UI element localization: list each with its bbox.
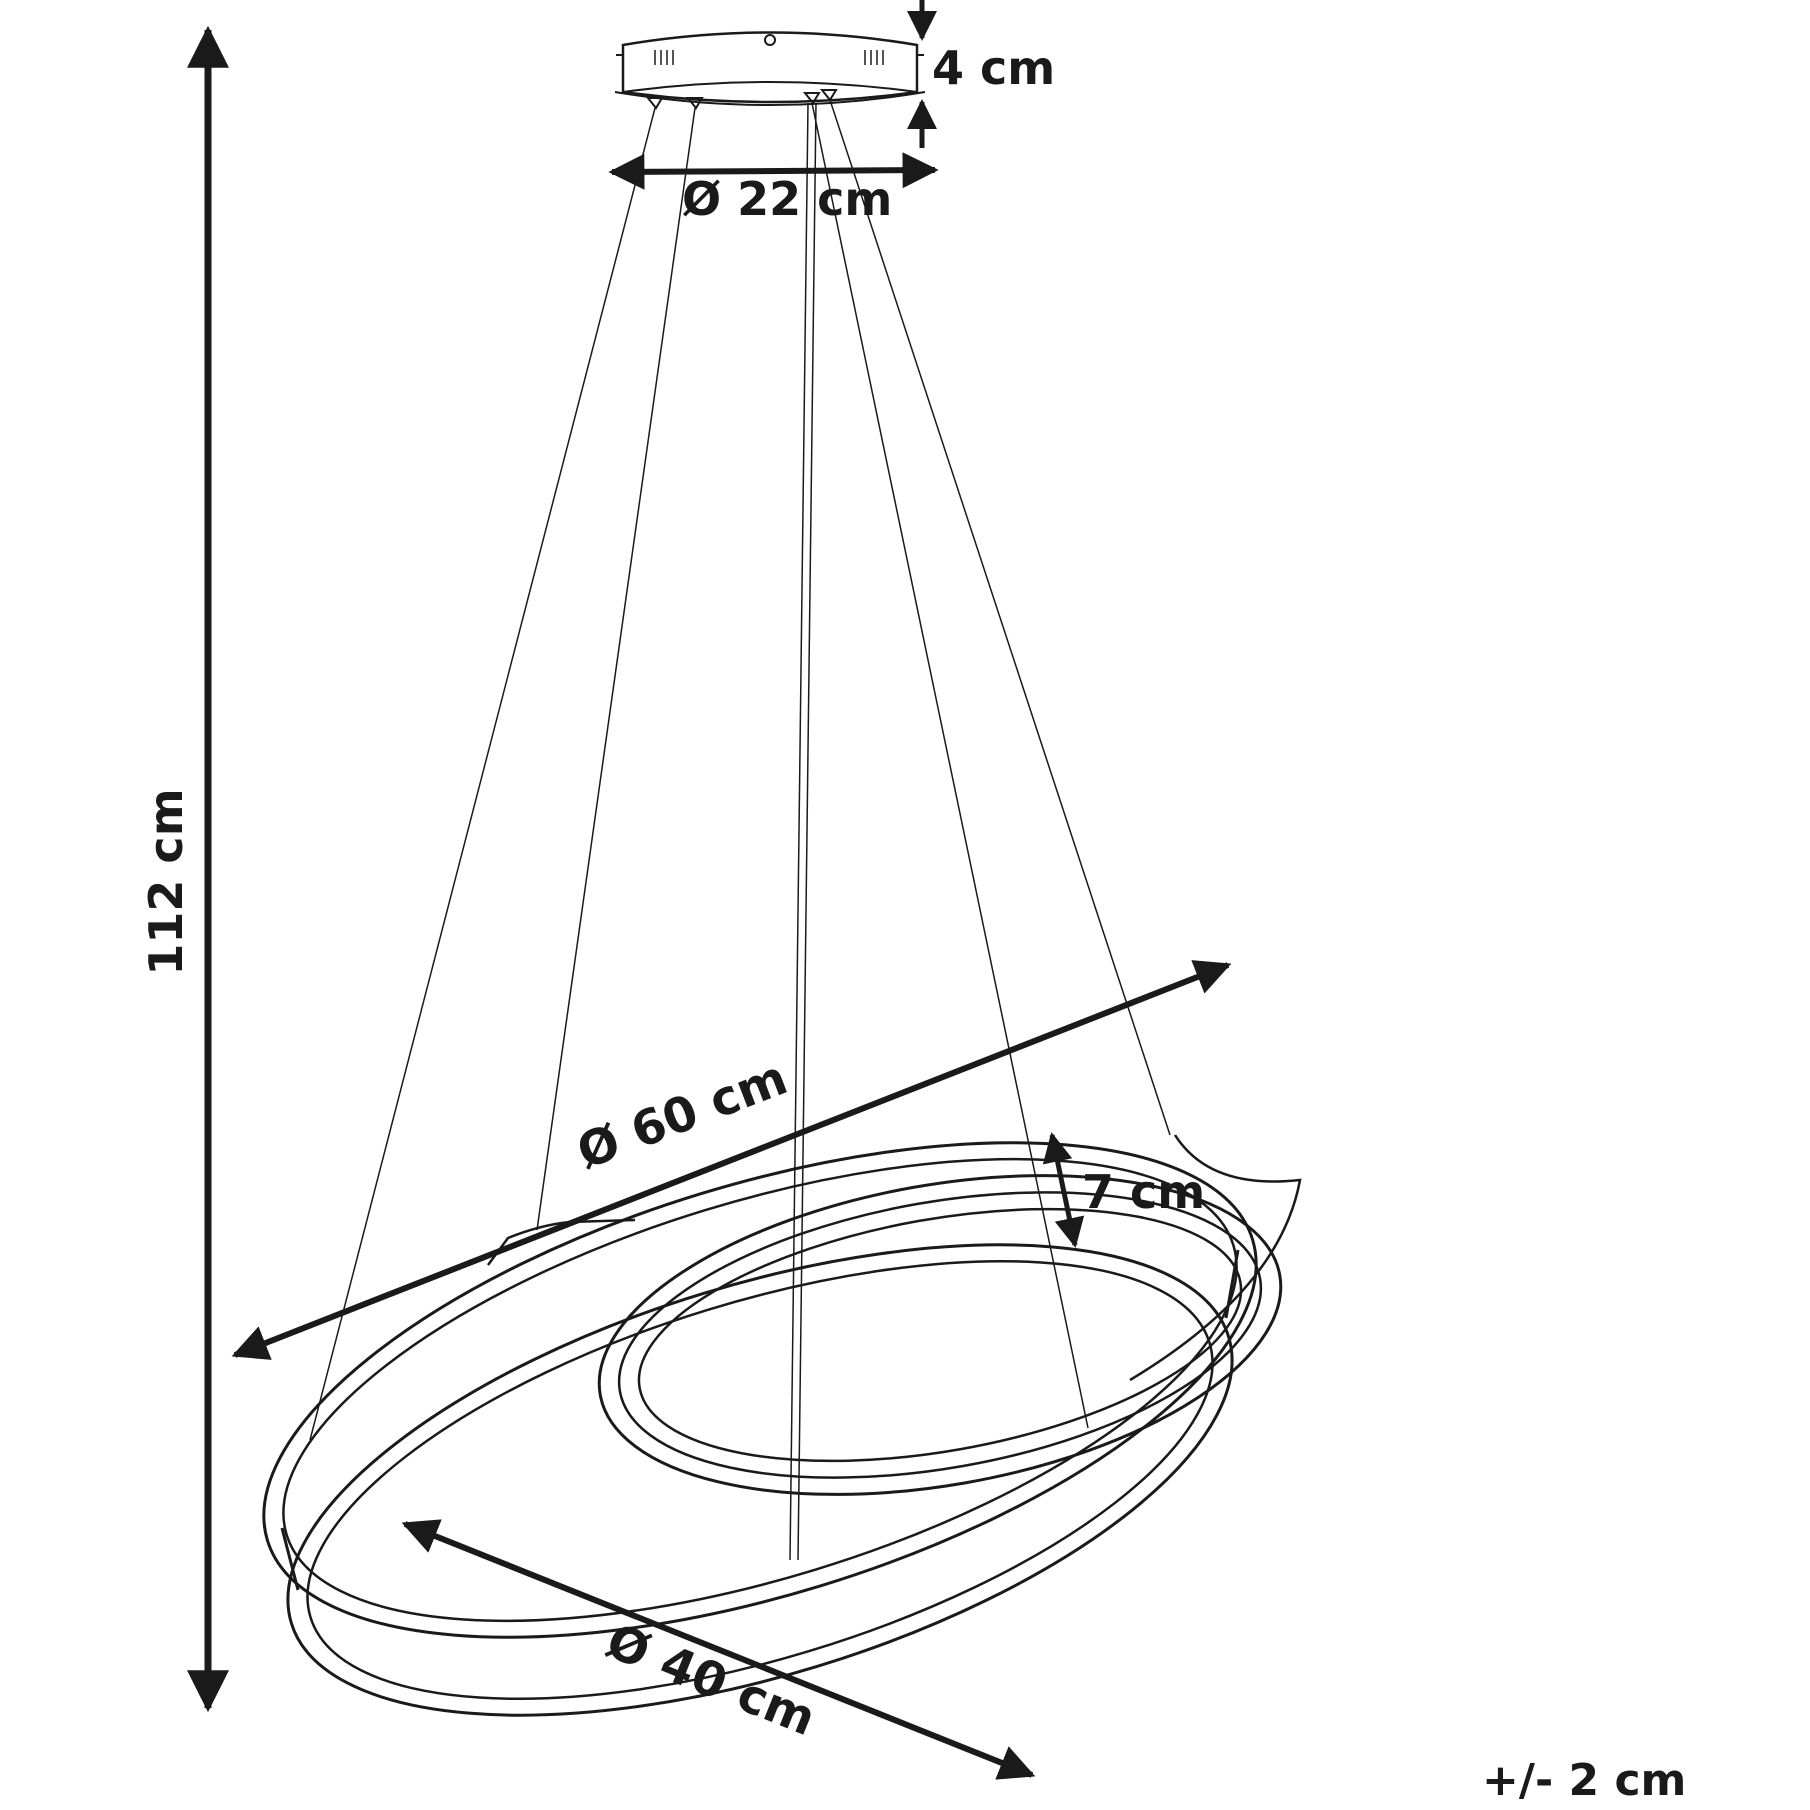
canopy-diameter-label: Ø 22 cm	[682, 172, 892, 226]
height-total-label: 112 cm	[139, 788, 193, 975]
outer-ring-diameter-label: Ø 60 cm	[570, 1050, 795, 1181]
suspension-wires	[309, 99, 1171, 1561]
ring-depth-arrow	[1042, 1132, 1085, 1248]
vent-slots-left	[654, 50, 674, 65]
outer-ring-diameter-arrow	[231, 960, 1232, 1360]
inner-ring-diameter-arrow	[401, 1519, 1036, 1780]
ceiling-canopy	[614, 31, 926, 110]
vent-slots-right	[864, 50, 884, 65]
tolerance-label: +/- 2 cm	[1482, 1755, 1686, 1806]
canopy-diameter-arrow	[608, 152, 939, 190]
canopy-height-label: 4 cm	[932, 41, 1055, 95]
ring-depth-label: 7 cm	[1082, 1165, 1205, 1219]
